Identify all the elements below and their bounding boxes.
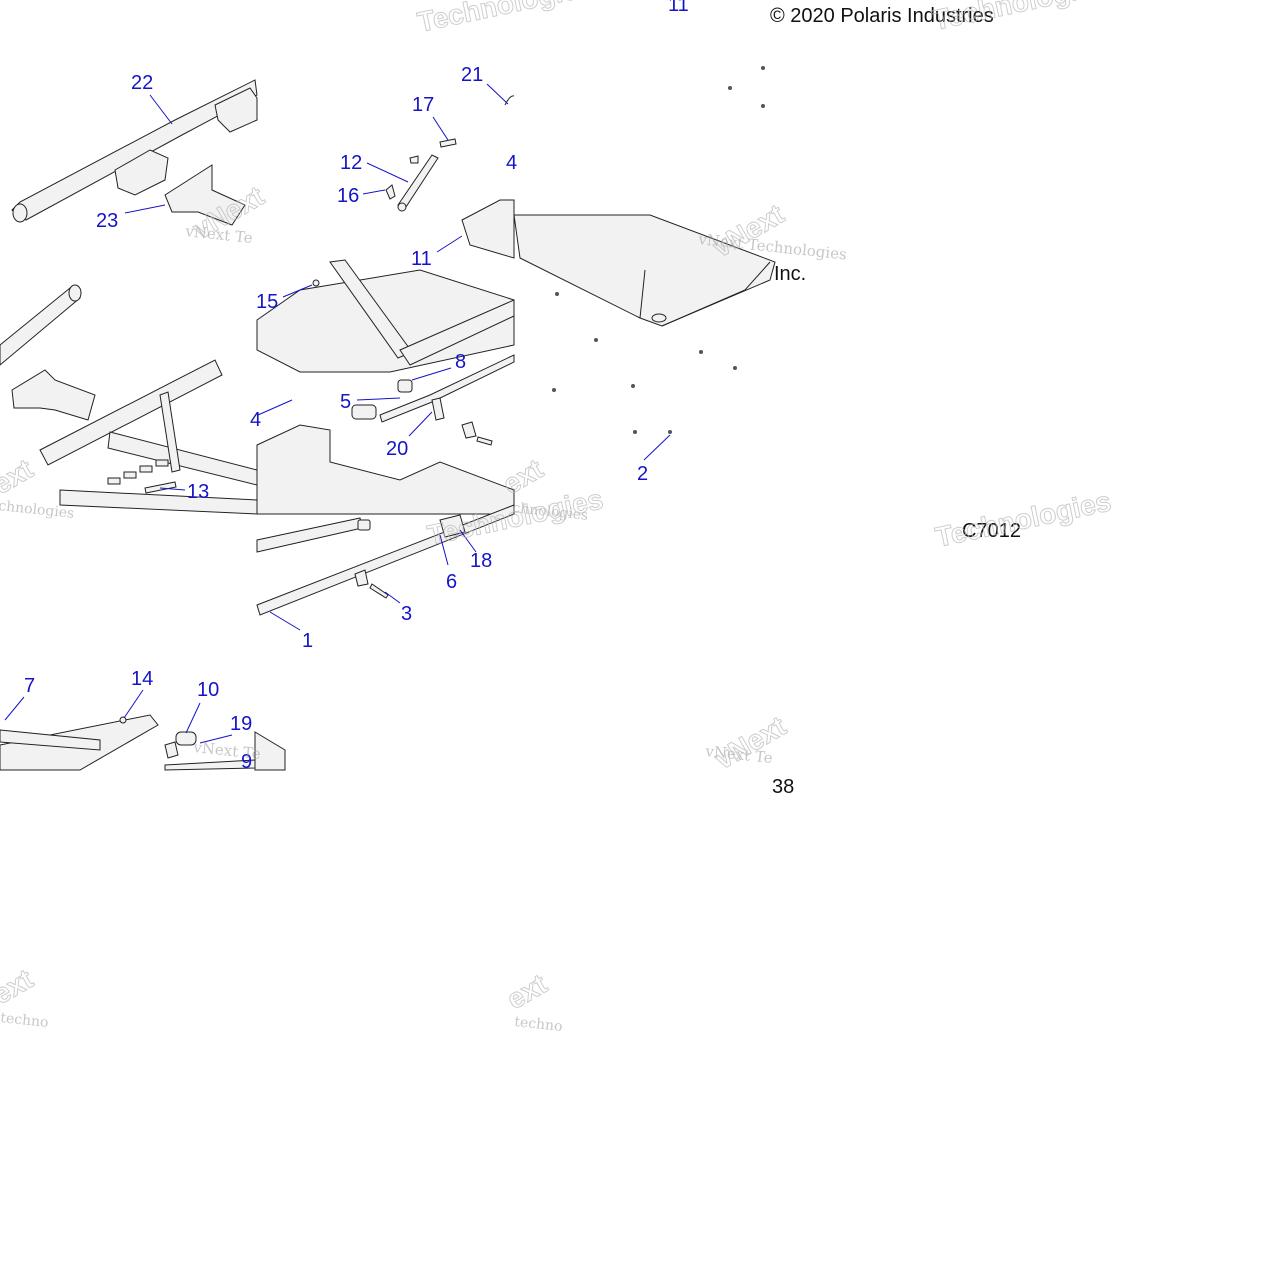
callout-3: 3 [401,603,412,625]
frame-crossmember [39,359,223,466]
bracket-9 [254,731,286,771]
watermark-large: ext [502,968,553,1015]
bushing-upper [397,379,413,393]
frame-mount-bracket [11,369,96,421]
callout-22: 22 [131,72,153,94]
tile-frame-front [0,714,286,771]
callout-15: 15 [256,291,278,313]
tile-frame-rear [0,284,258,515]
bumper-mount-plate [114,149,169,196]
watermark-large: Technologies [930,0,1111,36]
strut-clip [385,184,396,200]
tile-frame-center [256,259,515,616]
callout-11-top: 11 [668,0,689,16]
strut-end-fitting [397,202,407,212]
callout-16: 16 [337,185,359,207]
bumper-mount-bracket [164,164,246,226]
strut-pin [439,138,457,148]
callout-14: 14 [131,668,153,690]
watermark-large: Technologies [933,485,1114,552]
callout-11: 11 [411,248,432,270]
watermark: chnologies [0,498,75,522]
cover-edge [504,95,515,106]
frame-bolt [144,481,177,494]
bolt-lower [369,583,389,599]
clamp-lower [354,569,369,587]
frame-lower-rail [59,489,258,515]
cargo-floor-rib [639,269,646,319]
callout-labels: 22 23 21 17 12 16 11 11 4 15 4 8 5 20 2 … [24,0,689,773]
bumper-tube [11,79,258,221]
callout-2: 2 [637,463,648,485]
cargo-floor-lip [661,261,771,327]
strut-clip-upper [409,155,419,164]
callout-21: 21 [461,64,483,86]
company-suffix: Inc. [774,263,806,285]
watermark: techno [0,1010,49,1031]
frame-slots [107,459,169,485]
cargo-floor-hole [651,313,667,323]
bed-panel-edge [461,199,515,259]
callout-18: 18 [470,550,492,572]
callout-4-top: 4 [506,152,517,174]
watermark-large: ext [0,453,38,500]
callout-20: 20 [386,438,408,460]
frame-tube-upper-end [68,284,82,302]
rear-plate [256,424,515,515]
watermark-large: vNext [710,710,792,775]
page-number: 38 [772,776,794,798]
mount-bracket-18 [439,514,466,538]
bar-front [164,759,256,771]
callout-17: 17 [412,94,434,116]
frame-tube-upper [0,287,81,366]
stabilizer-bar [379,354,515,423]
clamp-19 [164,741,179,759]
frame-upright [159,391,181,473]
watermark-large: ext [0,963,38,1010]
watermark: chnologies [512,500,589,524]
watermark-large: Technologies [415,0,596,38]
front-cross-rail [256,517,363,553]
callout-12: 12 [340,152,362,174]
tile-cargo-floor [513,66,776,434]
callout-19: 19 [230,713,252,735]
watermarks: vNext Technologies vNext Te vNext Te vNe… [0,0,1114,1035]
callout-1: 1 [302,630,313,652]
bumper-upper-bracket [214,87,258,133]
bolt-right [476,436,493,446]
illustration-code: C7012 [962,520,1021,542]
callout-7: 7 [24,675,35,697]
copyright-text: © 2020 Polaris Industries [770,5,994,27]
nut-14 [119,716,127,724]
bumper-tube-end [12,203,28,223]
pad-center [357,519,371,531]
callout-9: 9 [241,751,252,773]
clamp-right [461,421,477,439]
callout-8: 8 [455,351,466,373]
cross-brace-right [399,299,515,366]
front-frame-upper [0,729,101,751]
watermark: vNext Te [192,738,262,763]
cargo-screws [552,66,765,434]
bushing-left [351,404,377,420]
leader-lines [4,83,671,744]
callout-13: 13 [187,481,209,503]
tile-strut-assembly [385,95,515,259]
callout-5: 5 [340,391,351,413]
callout-10: 10 [197,679,219,701]
callout-6: 6 [446,571,457,593]
watermark: techno [514,1014,564,1035]
stabilizer-link [431,397,445,421]
tile-bumper-assembly [11,79,258,226]
callout-23: 23 [96,210,118,232]
nut-15 [312,279,320,287]
callout-4: 4 [250,409,261,431]
